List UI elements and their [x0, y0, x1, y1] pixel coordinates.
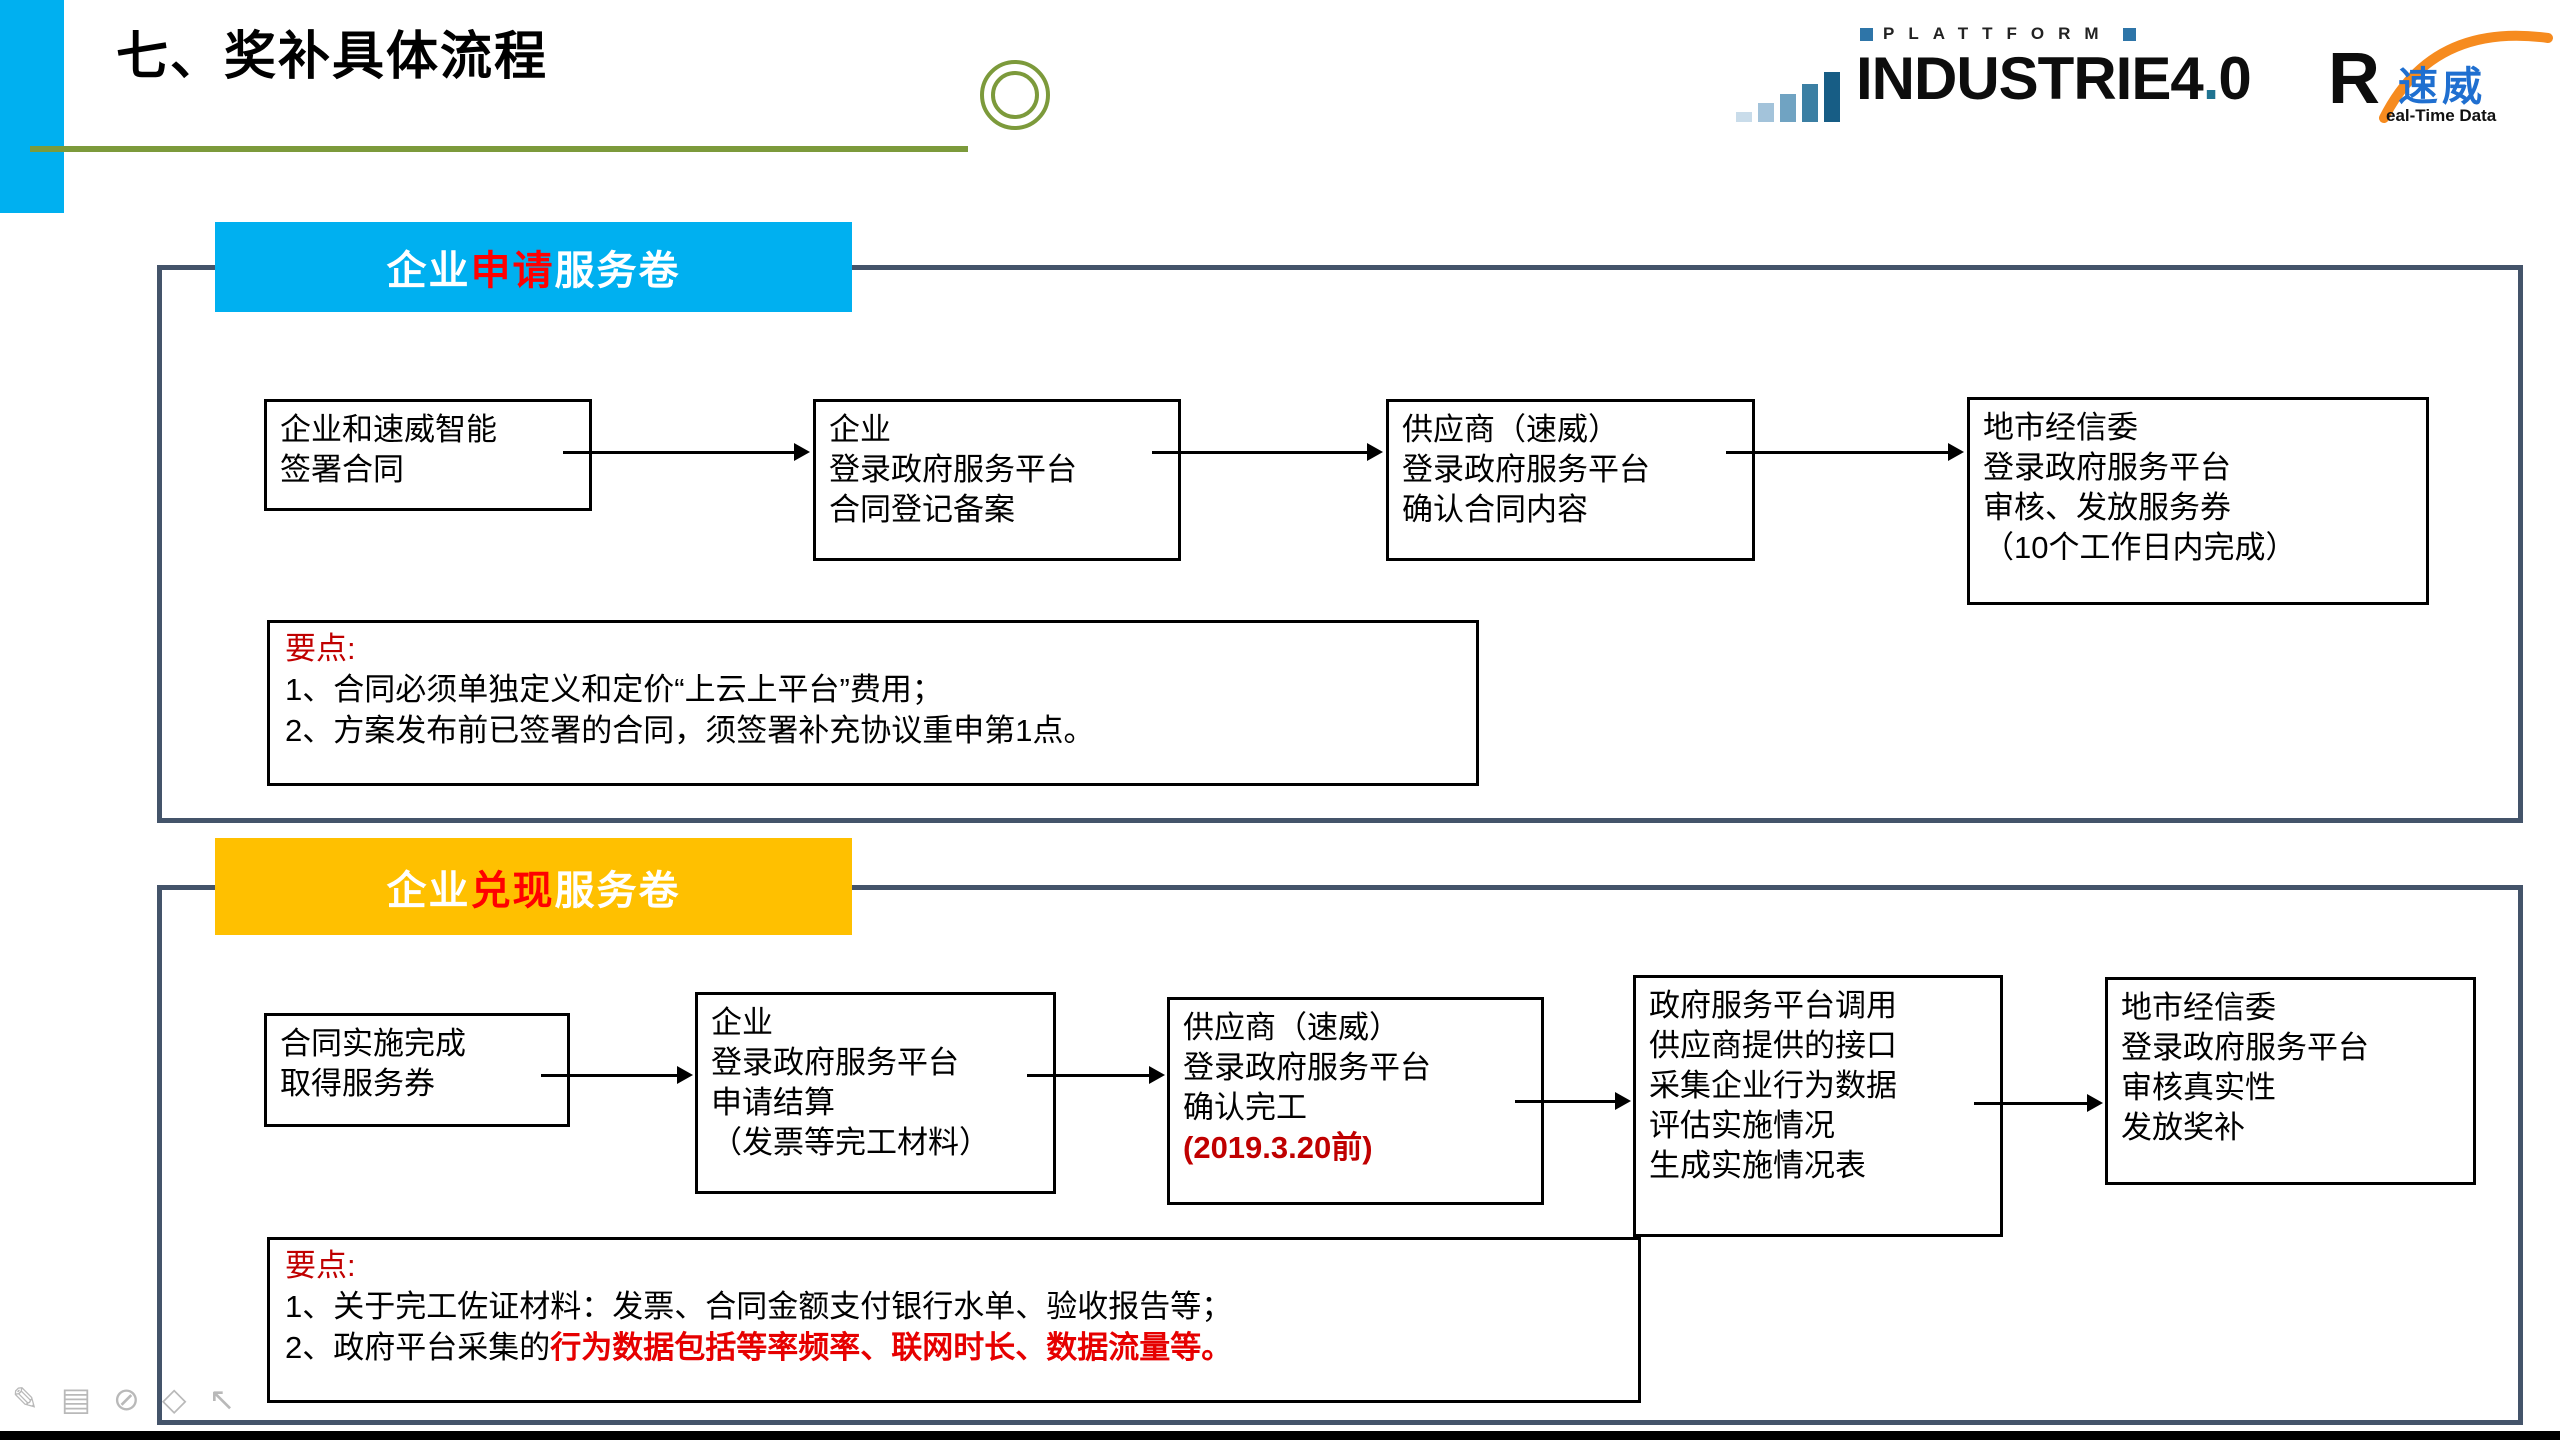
divider-line [30, 146, 968, 152]
flow-box-platform-collect: 政府服务平台调用 供应商提供的接口 采集企业行为数据 评估实施情况 生成实施情况… [1633, 975, 2003, 1237]
keypoint-item: 2、政府平台采集的行为数据包括等率频率、联网时长、数据流量等。 [285, 1330, 1233, 1365]
annotation-panel-icon[interactable]: ▤ [60, 1381, 92, 1417]
keypoints-title: 要点: [285, 1248, 356, 1283]
brand-chinese-name: 速威 [2398, 65, 2486, 109]
bar-chart-icon [1736, 72, 1840, 122]
redeem-keypoints-box: 要点: 1、关于完工佐证材料：发票、合同金额支付银行水单、验收报告等； 2、政府… [267, 1237, 1641, 1403]
ring-decoration-icon [980, 60, 1050, 130]
apply-section-header: 企业申请服务卷 [215, 222, 852, 312]
plattform-label: PLATTFORM [1860, 24, 2136, 44]
apply-section-container [157, 265, 2523, 823]
apply-keypoints-box: 要点: 1、合同必须单独定义和定价“上云上平台”费用； 2、方案发布前已签署的合… [267, 620, 1479, 786]
cursor-icon[interactable]: ↖ [208, 1381, 236, 1417]
laser-pointer-icon[interactable]: ⊘ [113, 1381, 140, 1417]
r-letter: R [2328, 39, 2380, 119]
corner-accent-rect [0, 0, 64, 213]
keypoint-item: 1、关于完工佐证材料：发票、合同金额支付银行水单、验收报告等； [285, 1289, 1233, 1324]
industrie-wordmark: INDUSTRIE4.0 [1856, 45, 2252, 112]
page-title: 七、奖补具体流程 [116, 28, 549, 86]
flow-box-contract-done: 合同实施完成 取得服务券 [264, 1013, 570, 1127]
flow-box-supplier-complete: 供应商（速威） 登录政府服务平台 确认完工 (2019.3.20前) [1167, 997, 1544, 1205]
square-icon [2122, 27, 2136, 41]
keypoint-item: 1、合同必须单独定义和定价“上云上平台”费用； [285, 672, 943, 707]
flow-box-sign-contract: 企业和速威智能 签署合同 [264, 399, 592, 511]
brand-logo: PLATTFORM INDUSTRIE4.0 R 速威 eal-Time Dat… [1730, 14, 2553, 144]
pen-icon[interactable]: ✎ [12, 1381, 39, 1417]
redeem-section-header: 企业兑现服务卷 [215, 838, 852, 935]
deadline-text: (2019.3.20前) [1183, 1130, 1373, 1165]
keypoint-item: 2、方案发布前已签署的合同，须签署补充协议重申第1点。 [285, 713, 1095, 748]
plattform-text: PLATTFORM [1883, 24, 2113, 43]
square-icon [1860, 27, 1873, 41]
swoosh-icon [2379, 30, 2553, 123]
bottom-bar [0, 1431, 2560, 1440]
flow-box-supplier-confirm: 供应商（速威） 登录政府服务平台 确认合同内容 [1386, 399, 1755, 561]
eraser-icon[interactable]: ◇ [161, 1381, 187, 1417]
realtime-data-label: eal-Time Data [2386, 106, 2497, 125]
presenter-toolbar: ✎ ▤ ⊘ ◇ ↖ [12, 1380, 235, 1418]
flow-box-enterprise-settle: 企业 登录政府服务平台 申请结算 （发票等完工材料） [695, 992, 1056, 1194]
keypoints-title: 要点: [285, 631, 356, 666]
flow-box-authority-issue: 地市经信委 登录政府服务平台 审核、发放服务券 （10个工作日内完成） [1967, 397, 2429, 605]
redeem-section-container [157, 885, 2523, 1425]
flow-box-authority-grant: 地市经信委 登录政府服务平台 审核真实性 发放奖补 [2105, 977, 2476, 1185]
flow-box-enterprise-register: 企业 登录政府服务平台 合同登记备案 [813, 399, 1181, 561]
